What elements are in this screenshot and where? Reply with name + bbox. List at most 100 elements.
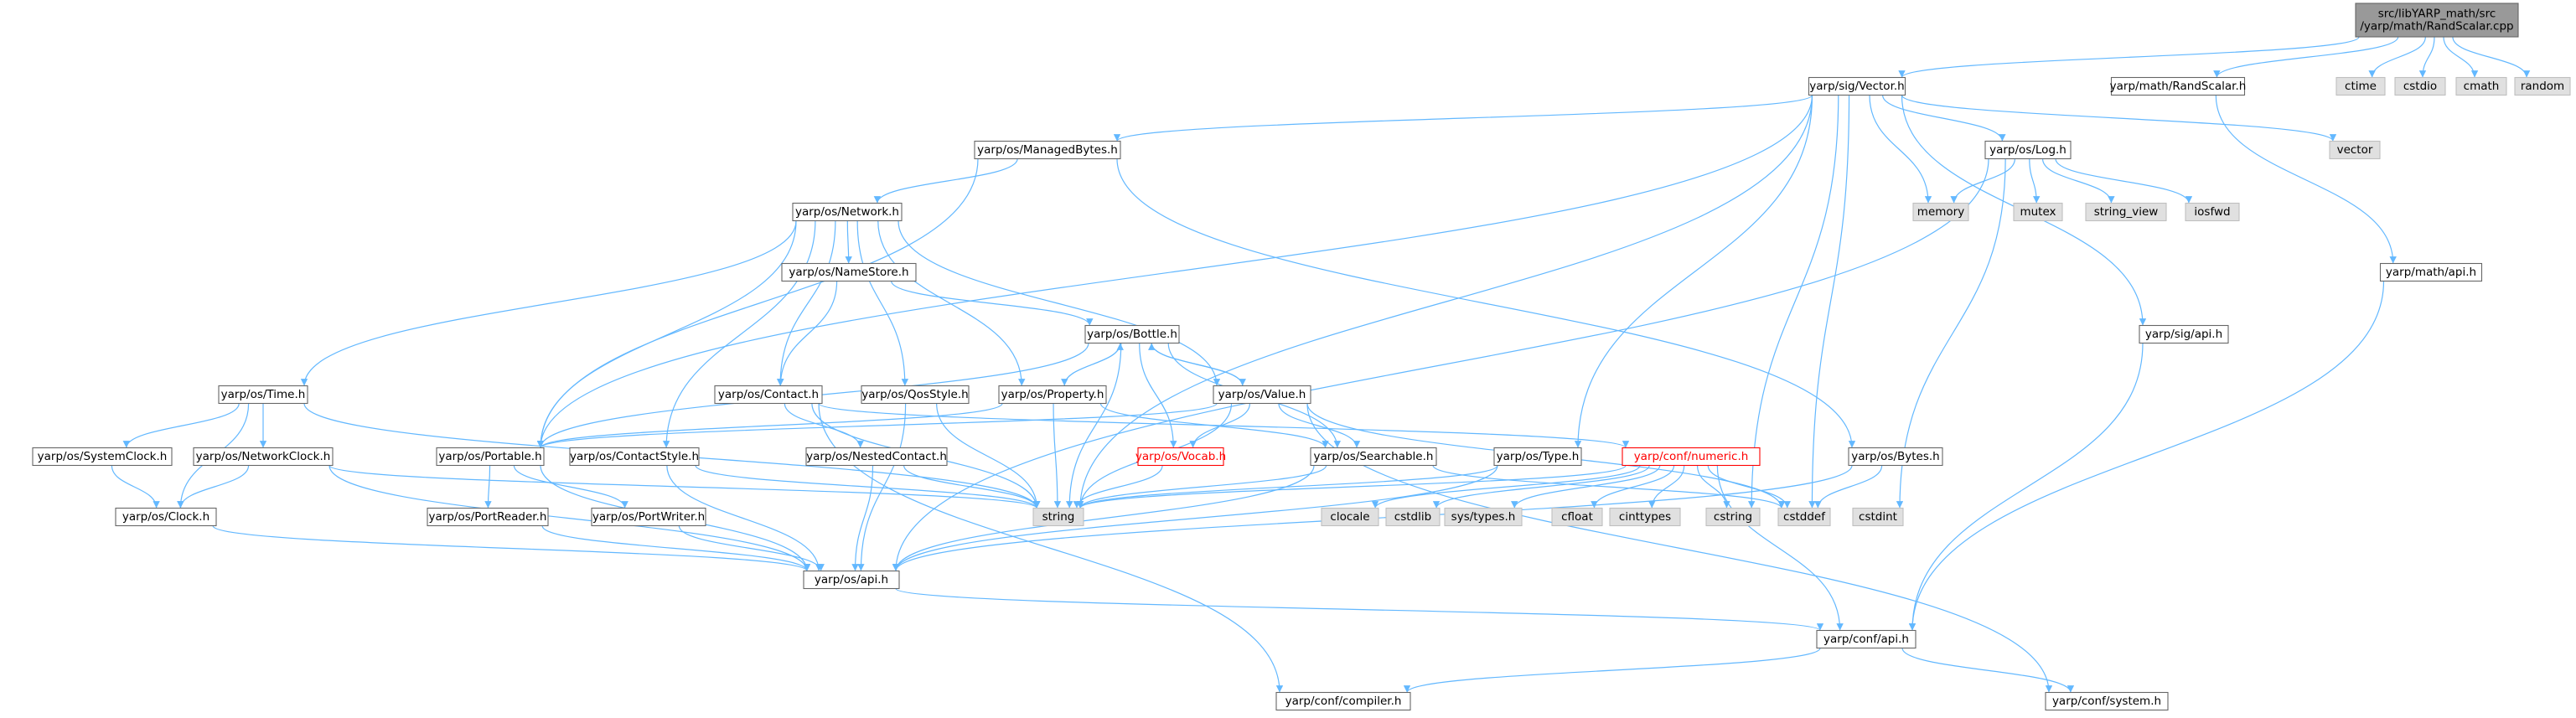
node-box [1084, 324, 1180, 344]
edge-time-to-systemclock [122, 403, 240, 448]
edge-network-to-time [300, 220, 797, 386]
node-mutex[interactable]: mutex [2013, 202, 2063, 222]
edge-nestedcontact-to-os_api [851, 465, 874, 571]
node-numeric[interactable]: yarp/conf/numeric.h [1622, 447, 1761, 467]
edges-layer [111, 36, 2531, 694]
node-box [2329, 140, 2381, 160]
node-contact[interactable]: yarp/os/Contact.h [714, 385, 823, 405]
edge-numeric-to-cinttypes [1648, 465, 1685, 509]
node-cfloat[interactable]: cfloat [1551, 507, 1603, 527]
node-ctime[interactable]: ctime [2335, 76, 2386, 96]
node-label: yarp/os/ContactStyle.h [570, 450, 699, 463]
node-box [2355, 3, 2519, 38]
node-box [2379, 262, 2483, 282]
node-label: yarp/os/PortWriter.h [592, 510, 705, 524]
node-systypes[interactable]: sys/types.h [1444, 507, 1523, 527]
edge-numeric-to-cstdlib [1432, 465, 1650, 509]
node-cstdlib[interactable]: cstdlib [1385, 507, 1441, 527]
node-string_view[interactable]: string_view [2085, 202, 2167, 222]
node-type_h[interactable]: yarp/os/Type.h [1493, 447, 1582, 467]
node-systemclock[interactable]: yarp/os/SystemClock.h [32, 447, 173, 467]
node-random[interactable]: random [2514, 76, 2571, 96]
node-box [861, 385, 970, 405]
edge-vector_h-to-managedbytes [1114, 94, 1813, 142]
node-math_api[interactable]: yarp/math/api.h [2379, 262, 2483, 282]
node-label: mutex [2020, 205, 2056, 219]
node-label: clocale [1330, 510, 1369, 524]
edge-namestore-to-contact [777, 281, 838, 386]
node-cstdint[interactable]: cstdint [1852, 507, 1904, 527]
node-portable[interactable]: yarp/os/Portable.h [436, 447, 545, 467]
node-label: yarp/os/Searchable.h [1314, 450, 1434, 463]
node-time[interactable]: yarp/os/Time.h [218, 385, 308, 405]
edge-numeric-to-cstring [1696, 465, 1730, 509]
edge-network-to-value [897, 220, 1221, 386]
node-sig_api[interactable]: yarp/sig/api.h [2139, 324, 2229, 344]
node-box [974, 140, 1121, 160]
node-box [1777, 507, 1831, 527]
node-log_h[interactable]: yarp/os/Log.h [1984, 140, 2072, 160]
node-bytes[interactable]: yarp/os/Bytes.h [1848, 447, 1943, 467]
node-cstring[interactable]: cstring [1705, 507, 1761, 527]
node-value[interactable]: yarp/os/Value.h [1213, 385, 1311, 405]
node-namestore[interactable]: yarp/os/NameStore.h [781, 262, 917, 282]
node-vector_h[interactable]: yarp/sig/Vector.h [1808, 76, 1906, 96]
node-contactstyle[interactable]: yarp/os/ContactStyle.h [569, 447, 700, 467]
node-property[interactable]: yarp/os/Property.h [998, 385, 1107, 405]
edge-log_h-to-string_view [2041, 158, 2115, 204]
node-label: yarp/sig/api.h [2145, 328, 2222, 341]
edge-contactstyle-to-string [695, 465, 1041, 509]
edge-portable-to-portwriter [513, 465, 628, 509]
node-box [2085, 202, 2167, 222]
node-system[interactable]: yarp/conf/system.h [2045, 691, 2169, 711]
node-cmath[interactable]: cmath [2455, 76, 2507, 96]
node-label: string [1042, 510, 1075, 524]
node-managedbytes[interactable]: yarp/os/ManagedBytes.h [974, 140, 1121, 160]
edge-vector_h-to-vector [1901, 94, 2337, 142]
edge-type_h-to-os_api [892, 465, 1498, 571]
edge-network-to-contact [776, 220, 836, 386]
edge-bottle-to-string [1066, 343, 1122, 509]
node-label: cstdint [1859, 510, 1897, 524]
edge-searchable-to-os_api [892, 465, 1315, 571]
node-box [1852, 507, 1904, 527]
node-nestedcontact[interactable]: yarp/os/NestedContact.h [805, 447, 948, 467]
node-searchable[interactable]: yarp/os/Searchable.h [1310, 447, 1437, 467]
node-box [2455, 76, 2507, 96]
node-label: cstdlib [1394, 510, 1431, 524]
node-vector[interactable]: vector [2329, 140, 2381, 160]
node-clock[interactable]: yarp/os/Clock.h [115, 507, 217, 527]
node-networkclock[interactable]: yarp/os/NetworkClock.h [193, 447, 334, 467]
edge-property-to-portable [536, 402, 1003, 449]
node-string[interactable]: string [1032, 507, 1084, 527]
node-network[interactable]: yarp/os/Network.h [792, 202, 903, 222]
node-qosstyle[interactable]: yarp/os/QosStyle.h [861, 385, 970, 405]
edge-property-to-bottle [1063, 343, 1124, 386]
node-cstdio[interactable]: cstdio [2394, 76, 2446, 96]
node-cstddef[interactable]: cstddef [1777, 507, 1831, 527]
node-label: cfloat [1561, 510, 1593, 524]
edge-namestore-to-bottle [891, 281, 1094, 326]
node-root[interactable]: src/libYARP_math/src/yarp/math/RandScala… [2355, 3, 2519, 38]
node-cinttypes[interactable]: cinttypes [1609, 507, 1681, 527]
node-box [1609, 507, 1681, 527]
node-os_api[interactable]: yarp/os/api.h [803, 570, 900, 590]
node-box [2110, 76, 2246, 96]
node-label: yarp/os/Bottle.h [1087, 328, 1177, 341]
node-label: cstddef [1783, 510, 1826, 524]
node-randscalar_h[interactable]: yarp/math/RandScalar.h [2110, 76, 2247, 96]
node-clocale[interactable]: clocale [1321, 507, 1379, 527]
node-box [2335, 76, 2386, 96]
node-compiler[interactable]: yarp/conf/compiler.h [1275, 691, 1411, 711]
node-label: yarp/os/NetworkClock.h [196, 450, 331, 463]
node-label: random [2521, 80, 2564, 93]
node-portreader[interactable]: yarp/os/PortReader.h [427, 507, 549, 527]
node-bottle[interactable]: yarp/os/Bottle.h [1084, 324, 1180, 344]
node-memory[interactable]: memory [1912, 202, 1969, 222]
node-conf_api[interactable]: yarp/conf/api.h [1816, 629, 1916, 649]
edge-conf_api-to-compiler [1403, 647, 1821, 694]
node-iosfwd[interactable]: iosfwd [2185, 202, 2240, 222]
node-box [591, 507, 706, 527]
node-vocab[interactable]: yarp/os/Vocab.h [1135, 447, 1226, 467]
node-portwriter[interactable]: yarp/os/PortWriter.h [591, 507, 706, 527]
